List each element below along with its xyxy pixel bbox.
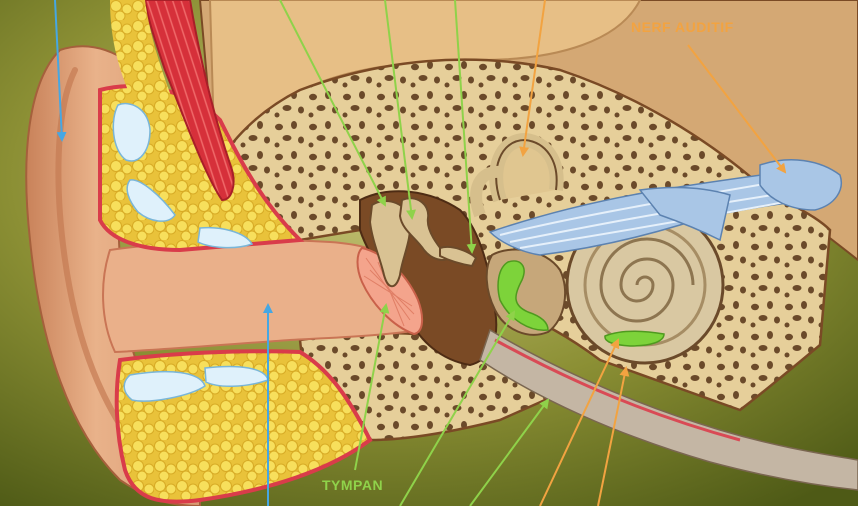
arrow-pointer-icon [279,0,386,207]
muscle [143,0,235,202]
arrow-pointer-icon [384,0,416,220]
arrow-pointer-icon [687,44,787,174]
arrow-pointer-icon [539,338,620,506]
cartilage-upper-2 [126,179,176,222]
fat-top [110,0,180,120]
arrow-pointer-icon [354,303,390,471]
pointer-arrows [54,0,787,506]
stapes [439,246,478,268]
eardrum-lines [363,257,415,327]
arrow-pointer-icon [469,398,550,506]
cartilage-upper-3 [197,226,254,249]
cartilage-upper-1 [112,102,151,162]
pinna-fold [55,67,133,443]
arrow-pointer-icon [597,366,630,506]
arrow-pointer-icon [399,310,516,506]
arrow-pointer-icon [54,0,67,142]
label-nerf-auditif: NERF AUDITIF [631,19,734,35]
label-tympan: TYMPAN [322,477,384,493]
cartilage-lower-1 [123,370,206,402]
arrow-pointer-icon [519,0,546,157]
tube-lining [494,338,741,442]
arrow-pointer-icon [454,0,477,254]
